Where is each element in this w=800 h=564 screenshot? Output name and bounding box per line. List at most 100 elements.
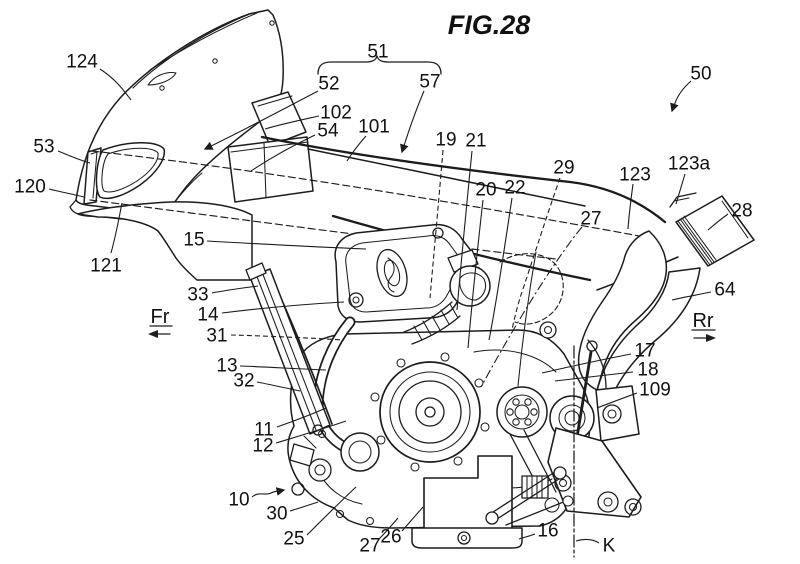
leader-line-120 [48,188,85,198]
bracket-hole-center [558,478,568,488]
ref-label-20: 20 [475,180,496,201]
ref-label-29: 29 [553,158,574,179]
ref-label-22: 22 [504,178,525,199]
leader-line-53 [57,150,91,164]
radiator-core-line [261,271,323,428]
intake-boot-edge [403,301,453,333]
link-arm-2 [505,500,567,526]
throttle-body-inner [459,272,487,301]
intake-boot-edge [411,315,461,345]
main-bracket-plate [547,427,642,518]
intake-box-inner [721,200,749,239]
pump-bolt [291,482,305,496]
clutch-cover-center [424,406,436,418]
ref-label-30: 30 [266,504,287,525]
headlight-lens [95,142,166,200]
pulley-bolt [512,418,520,426]
leader-line-101 [346,135,367,162]
ref-label-17: 17 [634,341,655,362]
leader-line-54 [250,134,316,172]
upper-bracket-hole-center [607,409,617,419]
water-pump-center [314,464,326,476]
cover-bolt [480,422,490,432]
link-joint-2 [562,495,574,507]
leader-line-32 [256,381,301,392]
front-arrow-head [148,330,158,338]
hose-elbow-ring [340,432,380,472]
ref-label-51: 51 [367,42,388,63]
cam-cover-bolt [348,292,364,308]
headlight-lens-inner [101,147,159,193]
ref-label-64: 64 [714,280,736,301]
ref-label-123a: 123a [668,154,711,175]
ref-label-33: 33 [187,285,208,306]
link-joint [553,466,567,480]
direction-indicators: Fr Rr [148,306,716,342]
duct-snorkel [251,91,307,147]
front-direction-label: Fr [151,306,170,328]
ref-label-32: 32 [233,371,254,392]
ref-label-121: 121 [90,256,122,277]
leader-line-124 [99,68,132,101]
fairing-rivet [159,85,165,91]
leader-line-52 [203,90,319,150]
cam-cover-squiggle [387,257,395,293]
intake-clamp-hatch [683,215,717,261]
bracket-hole [624,498,642,516]
engine-bolt [317,429,327,439]
leader-line-27 [480,226,583,388]
upper-bracket-plate [595,385,640,442]
cover-bolt [453,456,463,466]
figure-title: FIG.28 [448,10,531,40]
ref-label-123: 123 [619,165,651,186]
windscreen-edge-line [132,12,253,89]
ref-label-54: 54 [317,121,339,142]
idler-pulley-mid [558,404,586,432]
intake-boot-rib [449,303,459,319]
ref-label-14: 14 [197,305,219,326]
leader-line-31 [230,334,345,341]
ref-label-109: 109 [639,380,671,401]
pulley-outer [496,386,548,438]
clamp-bracket-123a [669,192,697,208]
leader-line-123a [675,173,686,205]
leader-line-12 [275,420,347,444]
leader-line-K [575,538,600,544]
radiator-bracket [303,435,317,449]
ref-label-31: 31 [206,326,227,347]
intake-clamp-hatch [679,218,713,264]
leader-line-19 [429,149,444,299]
cover-bolt [370,392,380,402]
oil-pan-bolt-center [460,534,468,542]
leader-line-57 [400,90,425,154]
ref-label-57: 57 [419,72,440,93]
pivot-frame-edge [587,339,607,389]
pulley-bolt [524,418,532,426]
ref-label-124: 124 [66,52,98,73]
ref-label-52: 52 [318,74,339,95]
intake-boot-rib [431,315,441,331]
leader-line-18 [554,371,634,382]
frame-inner-line [307,148,586,207]
ref-label-120: 120 [14,177,46,198]
leader-line-16 [518,533,536,540]
pivot-bolt [539,321,557,339]
ref-label-15: 15 [183,230,204,251]
oil-pan-bolt [457,531,471,545]
front-body-panel [77,201,253,281]
leader-line-26 [401,506,424,532]
airbox-hidden-outline [499,253,564,325]
intake-boot-rib [422,320,432,336]
leader-line-50 [670,80,692,113]
frame-top-spar [260,135,667,224]
throttle-body [449,265,491,307]
brace-51 [317,55,442,75]
leader-line-109 [596,392,638,409]
bracket-hole-center [603,497,613,507]
link-joint [485,511,499,525]
leader-line-121 [110,202,123,254]
ref-label-K: K [603,536,616,557]
